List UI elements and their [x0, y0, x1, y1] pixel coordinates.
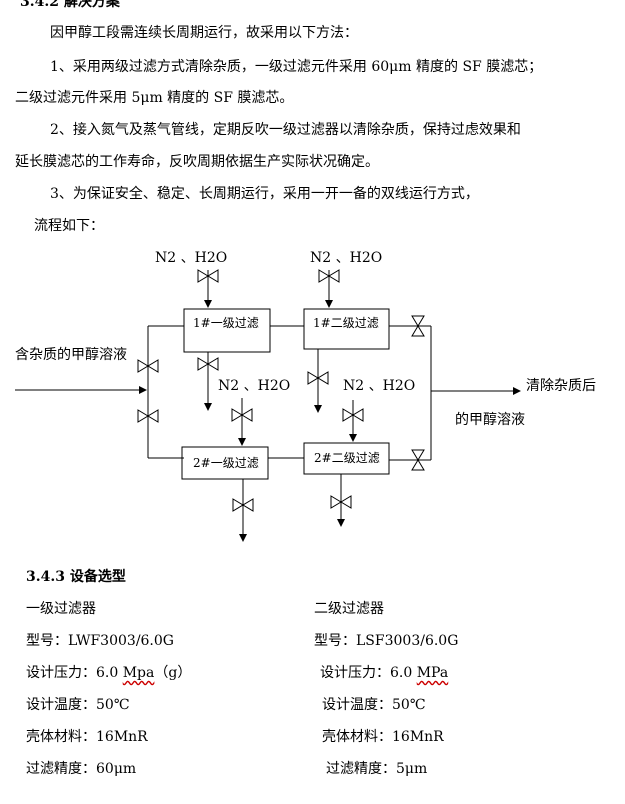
right-title: 二级过滤器: [314, 601, 384, 617]
item3-line: 3、为保证安全、稳定、长周期运行，采用一开一备的双线运行方式，: [50, 186, 479, 202]
valve-inlet-lower: [137, 409, 159, 423]
valve-outlet-upper: [411, 315, 425, 337]
right-pressure-row: 设计压力：6.0 MPa: [320, 664, 448, 682]
left-pressure-label: 设计压力：: [26, 665, 96, 681]
item2-line1: 2、接入氮气及蒸气管线，定期反吹一级过滤器以清除杂质，保持过虑效果和: [50, 122, 521, 138]
left-model-row: 型号：LWF3003/6.0G: [26, 632, 174, 650]
right-temp-row: 设计温度：50℃: [322, 696, 425, 714]
left-temp-label: 设计温度：: [26, 697, 96, 713]
left-title: 一级过滤器: [26, 601, 96, 617]
right-pressure-value: 6.0: [390, 665, 413, 681]
left-temp-row: 设计温度：50℃: [26, 696, 129, 714]
valve-outlet-lower: [411, 449, 425, 471]
left-pressure-suffix: （g）: [154, 665, 192, 681]
filter-box-1-1: [183, 308, 271, 353]
filter-box-2-1: [181, 446, 269, 480]
filter-box-2-2: [303, 442, 390, 475]
process-flow-diagram: N2 、H2O N2 、H2O N2 、H2O N2 、H2O 含杂质的甲醇溶液…: [15, 250, 596, 542]
gas-label-top-right: N2 、H2O: [310, 250, 382, 266]
left-material-row: 壳体材料：16MnR: [26, 728, 148, 746]
valve-gas-top-left: [197, 269, 219, 283]
outlet-label-2: 的甲醇溶液: [455, 411, 525, 428]
right-precision-row: 过滤精度：5μm: [326, 760, 427, 778]
right-precision-value: 5μm: [396, 761, 428, 777]
left-precision-label: 过滤精度：: [26, 761, 96, 777]
intro-paragraph: 因甲醇工段需连续长周期运行，故采用以下方法：: [50, 25, 358, 41]
valve-drain-2-2: [330, 495, 352, 509]
box-label-2-1: 2#一级过滤: [193, 456, 259, 470]
gas-label-top-left: N2 、H2O: [155, 250, 227, 266]
item2-line2: 延长膜滤芯的工作寿命，反吹周期依据生产实际状况确定。: [15, 154, 379, 170]
right-material-label: 壳体材料：: [322, 729, 392, 745]
right-material-value: 16MnR: [392, 729, 444, 745]
flow-intro: 流程如下：: [34, 218, 104, 234]
left-pressure-unit: Mpa: [122, 665, 155, 681]
right-model-label: 型号：: [314, 633, 356, 649]
right-temp-label: 设计温度：: [322, 697, 392, 713]
valve-drain-2-1: [232, 498, 254, 512]
left-temp-value: 50℃: [96, 697, 130, 713]
left-material-label: 壳体材料：: [26, 729, 96, 745]
valve-drain-1-2: [307, 371, 329, 385]
filter-box-1-2: [303, 308, 390, 350]
box-label-1-2: 1#二级过滤: [313, 316, 379, 330]
box-label-2-2: 2#二级过滤: [314, 451, 380, 465]
right-temp-value: 50℃: [392, 697, 426, 713]
inlet-label: 含杂质的甲醇溶液: [15, 346, 127, 363]
outlet-label-1: 清除杂质后: [526, 378, 596, 394]
right-precision-label: 过滤精度：: [326, 761, 396, 777]
right-material-row: 壳体材料：16MnR: [322, 728, 444, 746]
right-pressure-unit: MPa: [416, 665, 449, 681]
section-343-heading: 3.4.3 设备选型: [26, 569, 126, 585]
left-model-value: LWF3003/6.0G: [68, 633, 174, 649]
gas-label-mid-left: N2 、H2O: [218, 378, 290, 394]
left-precision-row: 过滤精度：60μm: [26, 760, 136, 778]
left-model-label: 型号：: [26, 633, 68, 649]
left-precision-value: 60μm: [96, 761, 137, 777]
valve-inlet-upper: [137, 359, 159, 373]
valve-gas-top-right: [318, 269, 340, 283]
valve-drain-1-1: [197, 357, 219, 371]
gas-label-mid-right: N2 、H2O: [343, 378, 415, 394]
right-model-row: 型号：LSF3003/6.0G: [314, 632, 458, 650]
item1-line1: 1、采用两级过滤方式清除杂质，一级过滤元件采用 60μm 精度的 SF 膜滤芯；: [50, 59, 543, 75]
left-pressure-row: 设计压力：6.0 Mpa（g）: [26, 664, 191, 682]
section-342-heading: 3.4.2 解决方案: [20, 0, 120, 10]
box-label-1-1: 1#一级过滤: [193, 316, 259, 330]
valve-gas-mid-left: [231, 408, 253, 422]
item1-line2: 二级过滤元件采用 5μm 精度的 SF 膜滤芯。: [15, 90, 294, 106]
left-material-value: 16MnR: [96, 729, 148, 745]
right-pressure-label: 设计压力：: [320, 665, 390, 681]
right-model-value: LSF3003/6.0G: [356, 633, 459, 649]
left-pressure-value: 6.0: [96, 665, 119, 681]
valve-gas-mid-right: [342, 408, 364, 422]
